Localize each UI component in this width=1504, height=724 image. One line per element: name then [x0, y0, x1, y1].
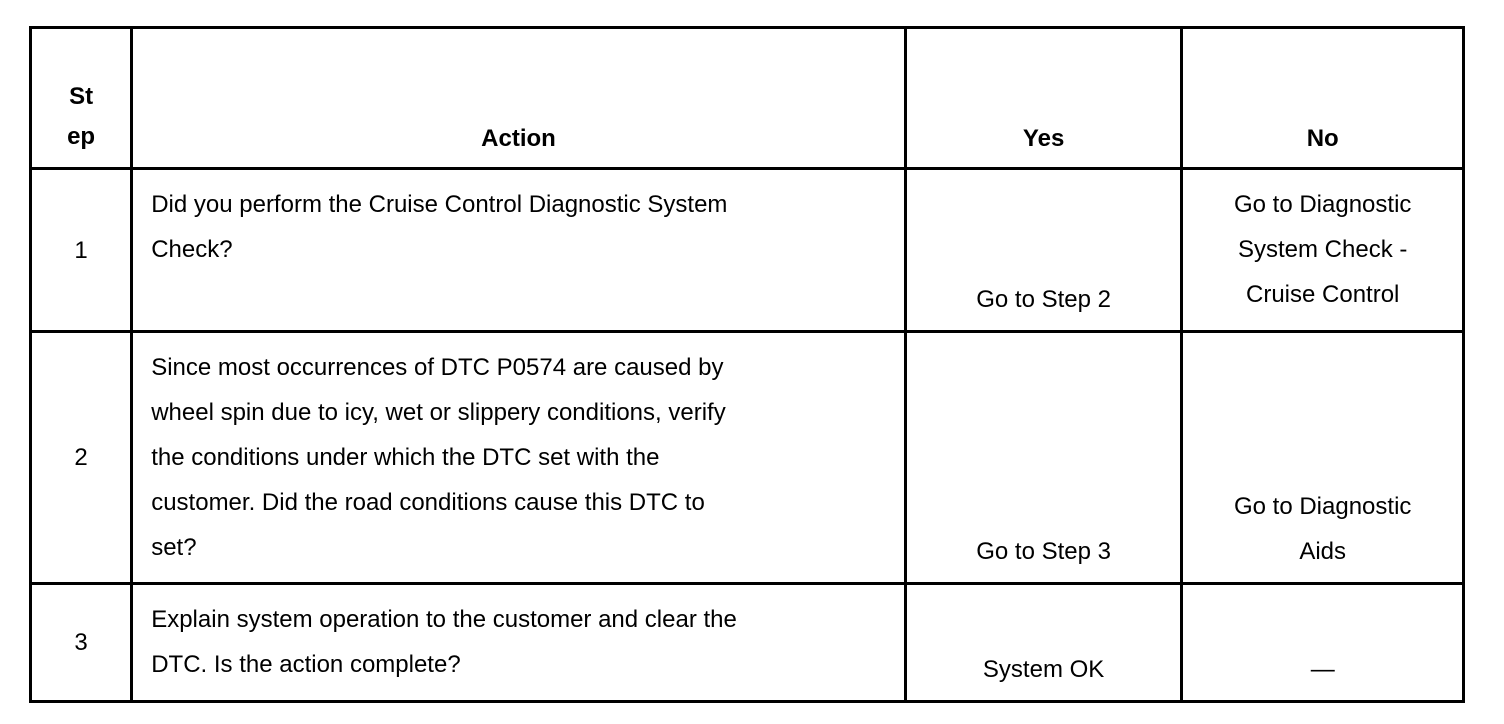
step-cell: 2 [28, 330, 134, 585]
table-row: 2 Since most occurrences of DTC P0574 ar… [28, 330, 1465, 585]
table-row: 3 Explain system operation to the custom… [28, 582, 1465, 703]
header-step: St ep [28, 26, 134, 170]
table-header-row: St ep Action Yes No [28, 26, 1465, 170]
no-cell: — [1180, 582, 1465, 703]
header-no: No [1180, 26, 1465, 170]
header-yes: Yes [903, 26, 1184, 170]
yes-cell: Go to Step 3 [903, 330, 1184, 585]
header-step-label: St ep [67, 83, 96, 150]
no-cell: Go to Diagnostic Aids [1180, 330, 1465, 585]
diagnostic-table: St ep Action Yes No 1 Did you perform th… [28, 26, 1465, 703]
action-cell: Explain system operation to the customer… [130, 582, 907, 703]
no-cell: Go to Diagnostic System Check - Cruise C… [1180, 167, 1465, 333]
yes-cell: System OK [903, 582, 1184, 703]
header-action: Action [130, 26, 907, 170]
action-cell: Did you perform the Cruise Control Diagn… [130, 167, 907, 333]
yes-cell: Go to Step 2 [903, 167, 1184, 333]
table-row: 1 Did you perform the Cruise Control Dia… [28, 167, 1465, 333]
step-cell: 1 [28, 167, 134, 333]
action-cell: Since most occurrences of DTC P0574 are … [130, 330, 907, 585]
step-cell: 3 [28, 582, 134, 703]
